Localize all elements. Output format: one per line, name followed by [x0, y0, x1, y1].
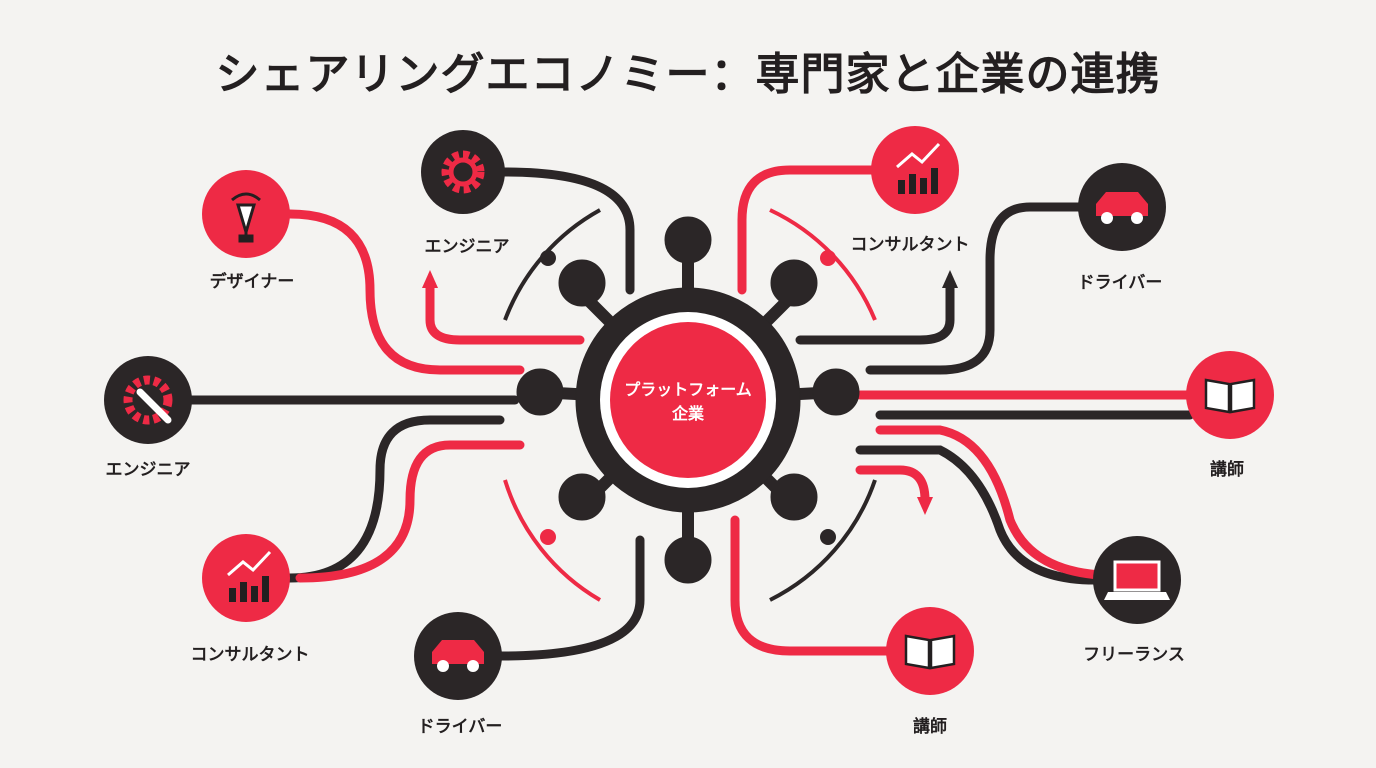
chart-icon	[227, 550, 272, 602]
connector-teacher-bottom	[730, 515, 895, 656]
connector-consultant-left	[285, 415, 505, 583]
node-label: ドライバー	[417, 717, 503, 737]
center-label-line1: プラットフォーム	[624, 380, 752, 399]
book-icon	[1204, 378, 1256, 414]
node-label: エンジニア	[105, 460, 191, 480]
laptop-icon	[1104, 560, 1170, 600]
car-icon	[1096, 192, 1148, 224]
center-label: プラットフォーム 企業	[608, 378, 768, 426]
node-label: エンジニア	[424, 237, 510, 257]
node-label: 講師	[913, 717, 947, 737]
node-label: ドライバー	[1077, 273, 1163, 293]
connector-engineer-top	[500, 167, 635, 295]
node-designer	[202, 170, 290, 258]
node-teacher-bottom	[886, 607, 974, 695]
node-engineer-top	[421, 130, 505, 214]
diagram-title: シェアリングエコノミー：専門家と企業の連携	[215, 49, 1161, 100]
node-consultant-right	[871, 126, 959, 214]
node-label: コンサルタント	[190, 645, 310, 665]
book-icon	[904, 634, 956, 670]
chart-icon	[896, 142, 941, 194]
connector-freelance	[855, 445, 1100, 585]
node-label: デザイナー	[209, 272, 295, 292]
node-engineer-left	[104, 356, 192, 444]
center-label-line2: 企業	[671, 404, 704, 423]
car-icon	[432, 640, 484, 672]
node-consultant-left	[202, 534, 290, 622]
node-label: 講師	[1210, 460, 1244, 480]
node-driver-right	[1078, 163, 1166, 251]
platform-center	[610, 322, 766, 478]
connector-driver-left	[495, 535, 645, 661]
connector-designer	[285, 209, 525, 375]
pen-tool-icon	[231, 192, 261, 243]
connector-consultant-right	[737, 165, 877, 295]
connector-driver-right	[865, 202, 1085, 375]
node-driver-left	[414, 612, 502, 700]
node-freelance	[1093, 536, 1181, 624]
gear-icon	[441, 150, 485, 194]
node-label: コンサルタント	[850, 235, 970, 255]
node-label: フリーランス	[1083, 645, 1185, 665]
node-teacher-right	[1186, 351, 1274, 439]
wrench-gear-icon	[123, 375, 173, 425]
